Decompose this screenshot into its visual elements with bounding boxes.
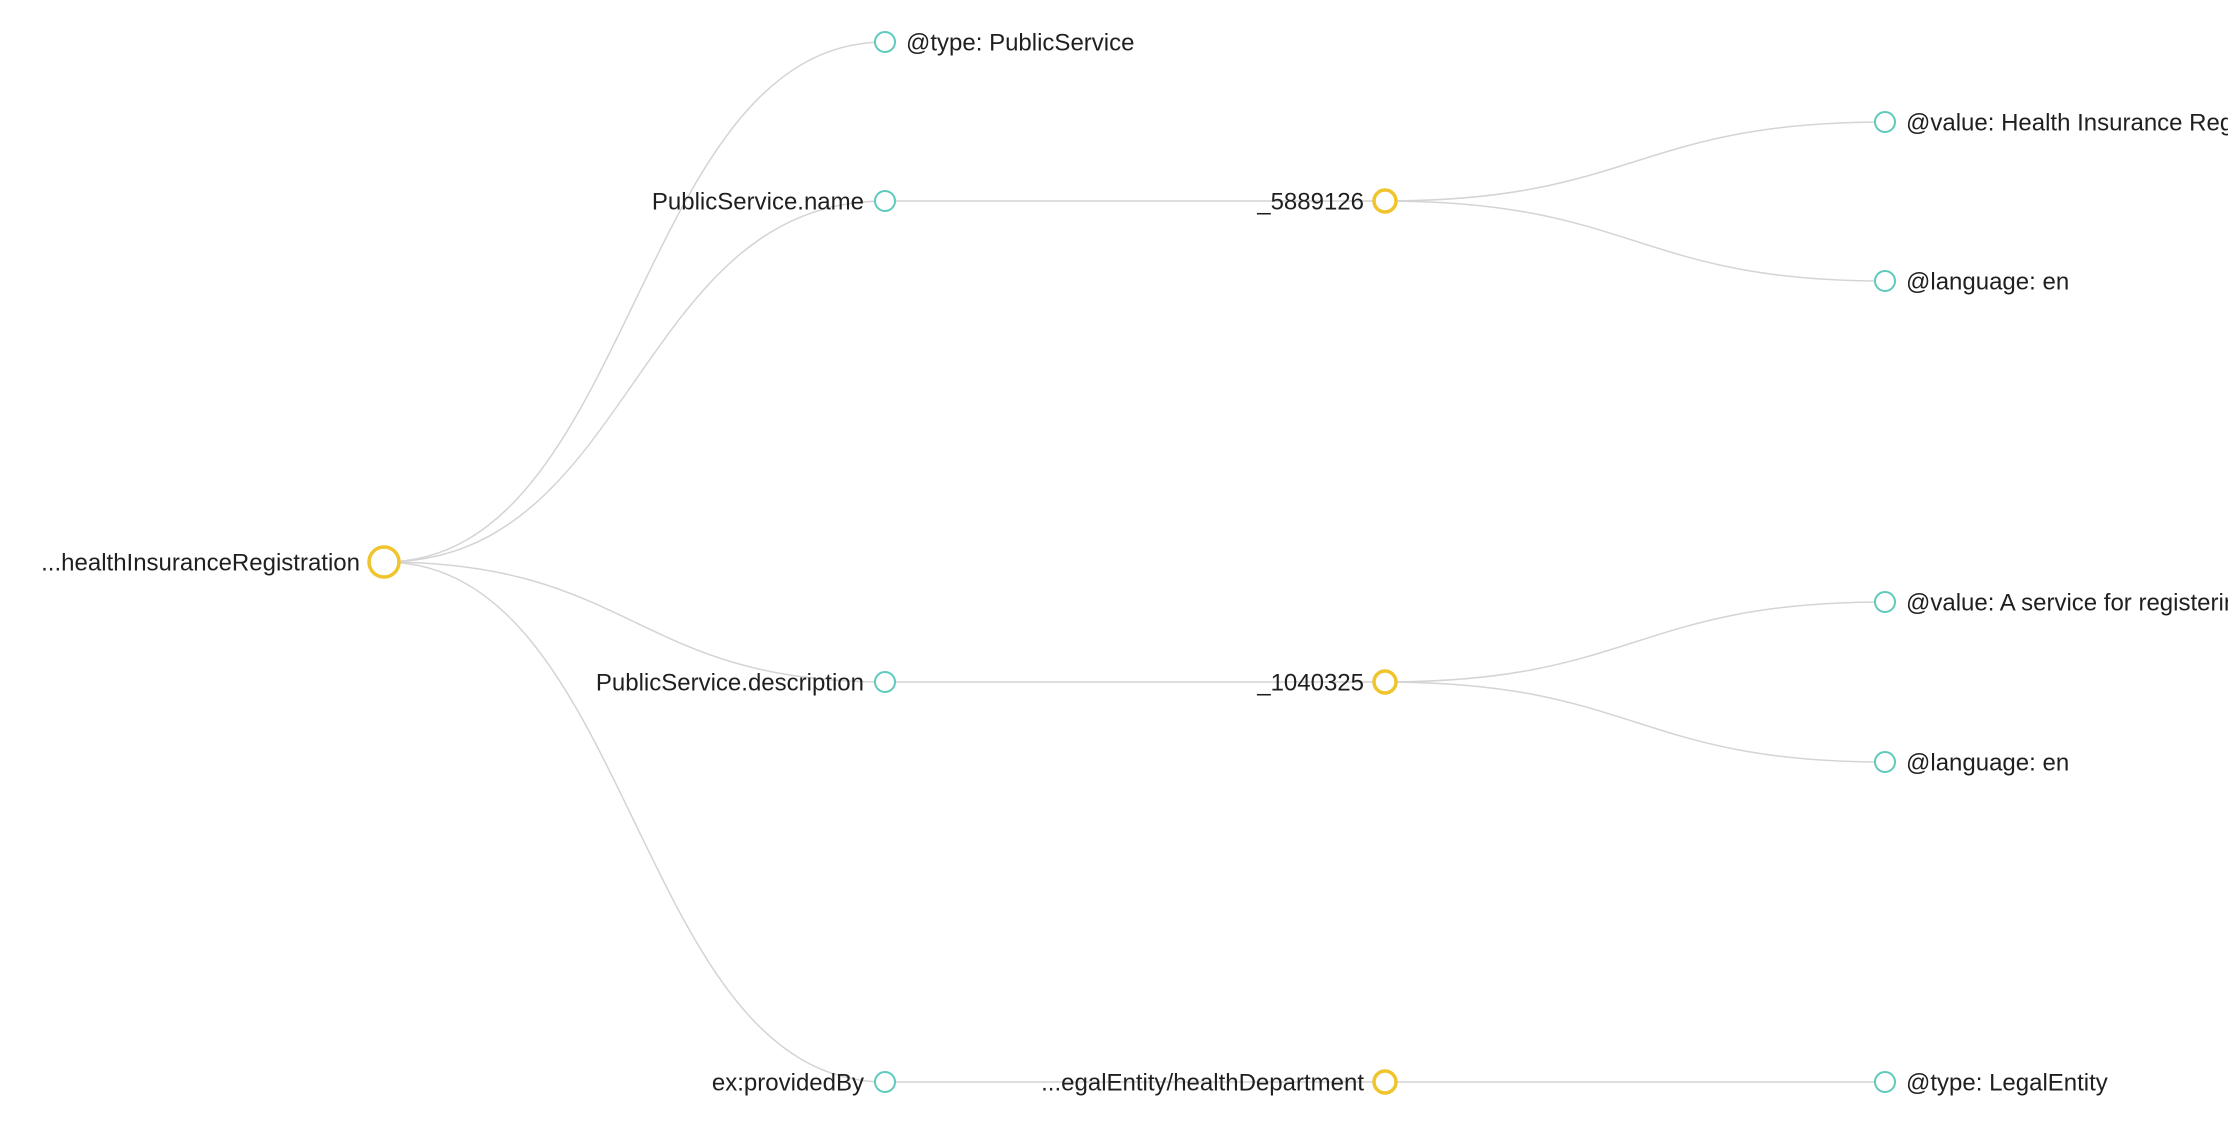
tree-node-type[interactable]: @type: PublicService [874, 29, 1134, 56]
tree-node-l1[interactable]: @language: en [1874, 268, 2069, 295]
tree-node-root[interactable]: ...healthInsuranceRegistration [41, 545, 401, 579]
node-label: @type: LegalEntity [1906, 1069, 2108, 1096]
tree-node-b1[interactable]: _5889126 [1256, 188, 1398, 215]
tree-node-v1[interactable]: @value: Health Insurance Registration [1874, 109, 2228, 136]
nodes-layer: ...healthInsuranceRegistration @type: Pub… [41, 29, 2228, 1096]
edge-root-to-type [383, 41, 886, 563]
tree-node-desc[interactable]: PublicService.description [596, 669, 896, 696]
edge-b2-to-v2 [1384, 601, 1886, 683]
node-label: ...egalEntity/healthDepartment [1041, 1069, 1364, 1096]
node-label: ...healthInsuranceRegistration [41, 549, 360, 576]
edges-layer [383, 41, 1886, 1083]
literal-node-circle[interactable] [874, 190, 896, 212]
resource-node-circle[interactable] [1372, 1069, 1398, 1095]
node-label: @language: en [1906, 749, 2069, 776]
resource-node-circle[interactable] [1372, 669, 1398, 695]
literal-node-circle[interactable] [874, 31, 896, 53]
tree-node-t2[interactable]: @type: LegalEntity [1874, 1069, 2108, 1096]
literal-node-circle[interactable] [1874, 1071, 1896, 1093]
literal-node-circle[interactable] [1874, 591, 1896, 613]
tree-node-l2[interactable]: @language: en [1874, 749, 2069, 776]
node-label: PublicService.name [652, 188, 864, 215]
literal-node-circle[interactable] [874, 671, 896, 693]
tree-node-le[interactable]: ...egalEntity/healthDepartment [1041, 1069, 1398, 1096]
resource-node-circle[interactable] [367, 545, 401, 579]
tree-node-b2[interactable]: _1040325 [1256, 669, 1398, 696]
node-label: ex:providedBy [712, 1069, 864, 1096]
edge-root-to-provided [383, 561, 886, 1083]
literal-node-circle[interactable] [1874, 270, 1896, 292]
node-label: PublicService.description [596, 669, 864, 696]
edge-root-to-name [383, 200, 886, 563]
literal-node-circle[interactable] [1874, 111, 1896, 133]
edge-b1-to-v1 [1384, 121, 1886, 202]
node-label: @type: PublicService [906, 29, 1134, 56]
tree-node-v2[interactable]: @value: A service for registering [1874, 589, 2228, 616]
node-label: @value: A service for registering [1906, 589, 2228, 616]
edge-root-to-desc [383, 561, 886, 683]
node-label: @language: en [1906, 268, 2069, 295]
node-label: _5889126 [1256, 188, 1364, 215]
resource-node-circle[interactable] [1372, 188, 1398, 214]
tree-node-provided[interactable]: ex:providedBy [712, 1069, 896, 1096]
literal-node-circle[interactable] [1874, 751, 1896, 773]
node-label: _1040325 [1256, 669, 1364, 696]
edge-b1-to-l1 [1384, 200, 1886, 282]
node-label: @value: Health Insurance Registration [1906, 109, 2228, 136]
literal-node-circle[interactable] [874, 1071, 896, 1093]
tree-node-name[interactable]: PublicService.name [652, 188, 896, 215]
edge-b2-to-l2 [1384, 681, 1886, 763]
